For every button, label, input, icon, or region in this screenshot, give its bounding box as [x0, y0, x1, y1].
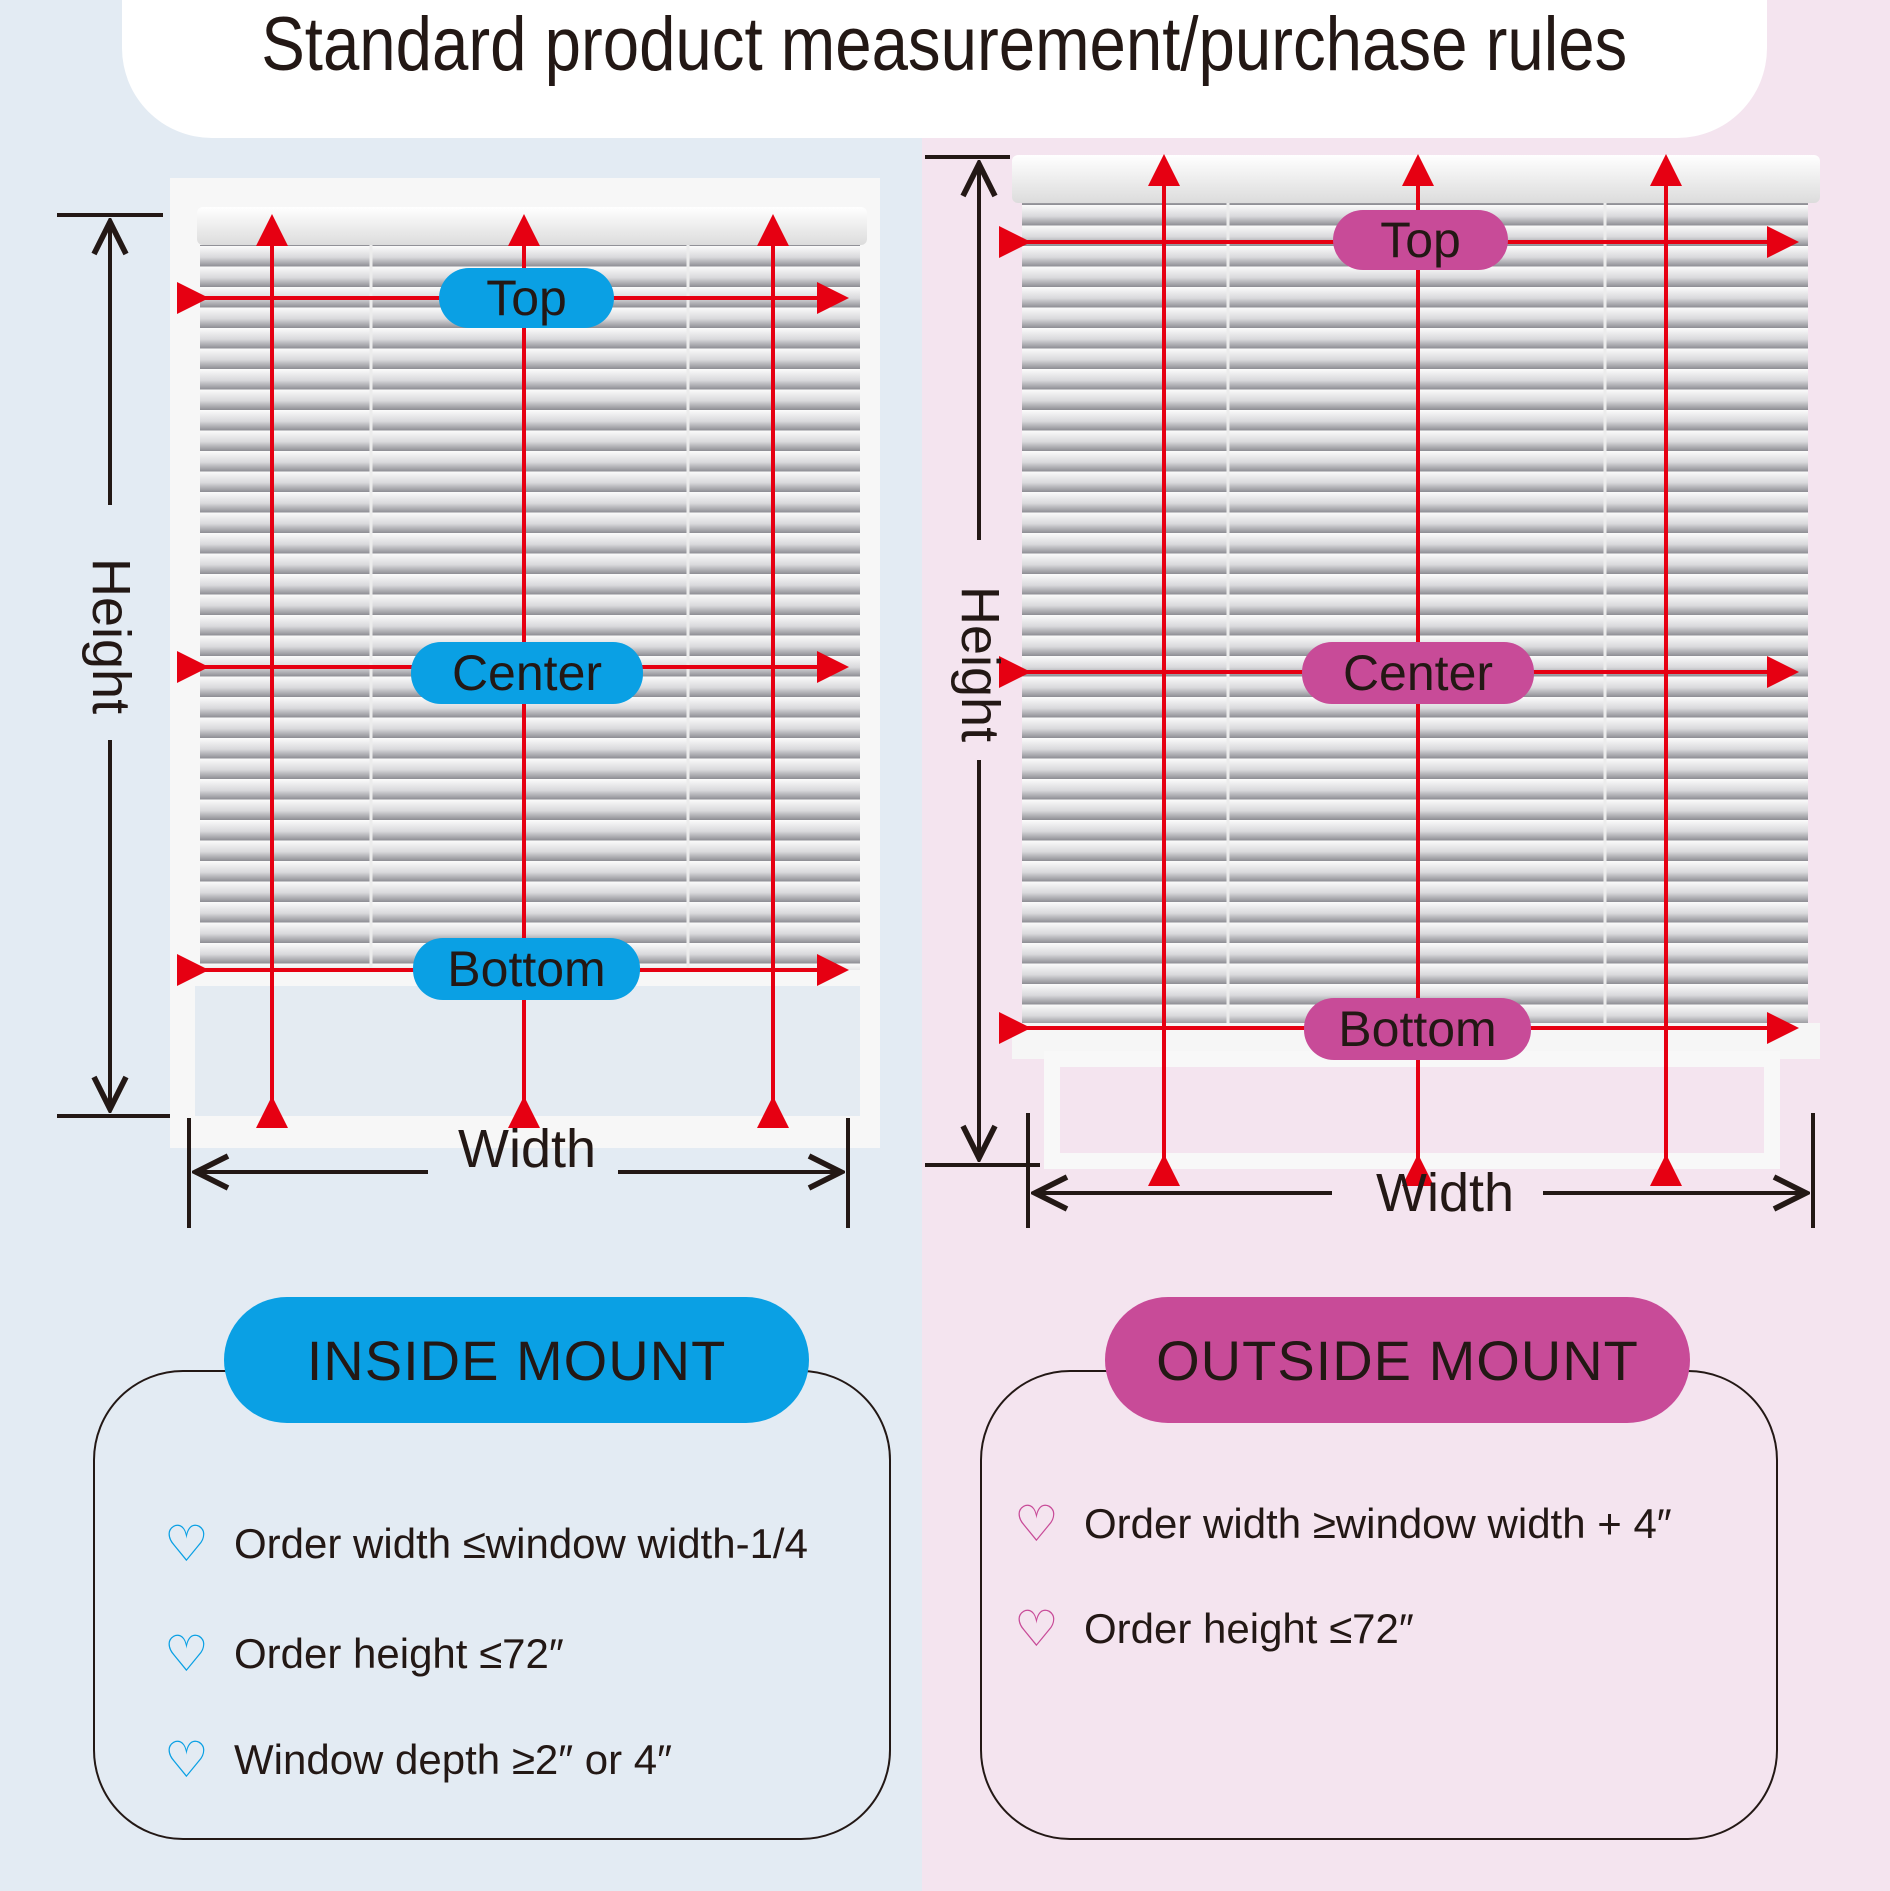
- outside-bottom-label: Bottom: [1304, 998, 1531, 1060]
- heart-outline-icon: ♡: [1014, 1601, 1059, 1657]
- inside-top-label: Top: [439, 268, 614, 328]
- inside-rule-width: ♡Order width ≤window width-1/4: [164, 1516, 808, 1572]
- outside-width-label: Width: [1376, 1163, 1515, 1223]
- inside-rule-height: ♡Order height ≤72″: [164, 1626, 564, 1682]
- inside-headrail: [197, 207, 867, 245]
- inside-bottom-label: Bottom: [413, 938, 640, 1000]
- outside-dimensions: [925, 155, 1815, 1228]
- heart-outline-icon: ♡: [1014, 1496, 1059, 1552]
- page-title: Standard product measurement/purchase ru…: [261, 2, 1628, 87]
- outside-rule-width: ♡Order width ≥window width + 4″: [1014, 1496, 1672, 1552]
- inside-height-label: Height: [81, 558, 141, 715]
- outside-mount-title: OUTSIDE MOUNT: [1105, 1297, 1690, 1423]
- outside-height-label: Height: [950, 586, 1010, 743]
- outside-rule-height: ♡Order height ≤72″: [1014, 1601, 1414, 1657]
- inside-mount-title: INSIDE MOUNT: [224, 1297, 809, 1423]
- inside-slats: [200, 245, 860, 970]
- outside-top-label: Top: [1333, 210, 1508, 270]
- outside-slats: [1022, 203, 1808, 1023]
- inside-rule-depth: ♡Window depth ≥2″ or 4″: [164, 1732, 673, 1788]
- inside-width-label: Width: [458, 1119, 597, 1179]
- inside-center-label: Center: [411, 642, 643, 704]
- heart-outline-icon: ♡: [164, 1732, 209, 1788]
- inside-window-sill: [195, 986, 860, 1116]
- heart-outline-icon: ♡: [164, 1626, 209, 1682]
- heart-outline-icon: ♡: [164, 1516, 209, 1572]
- outside-center-label: Center: [1302, 642, 1534, 704]
- inside-dimensions: [57, 213, 850, 1228]
- title-banner: Standard product measurement/purchase ru…: [122, 0, 1767, 138]
